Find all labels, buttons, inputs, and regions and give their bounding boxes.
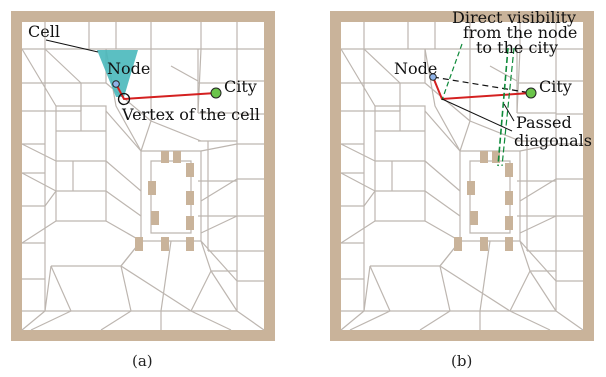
vertex-circle-icon — [117, 92, 131, 106]
panel-a: Cell Node City Vertex of the cell — [10, 10, 276, 342]
cell-leader-line — [45, 39, 99, 53]
label-node-a: Node — [107, 59, 150, 78]
passed-diagonal-3 — [501, 47, 515, 167]
passed-diagonal-2 — [497, 47, 509, 167]
panel-b: Direct visibility from the node to the c… — [329, 8, 595, 342]
caption-b: (b) — [451, 352, 472, 370]
city-dot-icon — [210, 87, 222, 99]
node-dot-icon — [112, 80, 120, 88]
node-dot-icon — [429, 73, 437, 81]
floor-plan-mesh-b — [329, 10, 595, 342]
highlighted-cell — [97, 50, 138, 97]
label-visibility-2: from the node — [463, 23, 577, 42]
direct-visibility-line — [432, 76, 532, 94]
path-line-a — [115, 83, 217, 101]
caption-a: (a) — [132, 352, 153, 370]
label-cell: Cell — [28, 22, 60, 41]
label-node-b: Node — [394, 59, 437, 78]
label-visibility-1: Direct visibility — [452, 8, 576, 27]
label-passed-2: diagonals — [514, 131, 592, 150]
city-dot-icon — [525, 87, 537, 99]
label-city-a: City — [224, 77, 257, 96]
passed-leader-2 — [503, 103, 515, 122]
passed-leader-1 — [441, 98, 513, 132]
label-city-b: City — [539, 77, 572, 96]
label-visibility-3: to the city — [476, 38, 558, 57]
passed-diagonal-1 — [441, 43, 463, 101]
label-passed-1: Passed — [516, 113, 572, 132]
label-vertex: Vertex of the cell — [121, 105, 260, 124]
